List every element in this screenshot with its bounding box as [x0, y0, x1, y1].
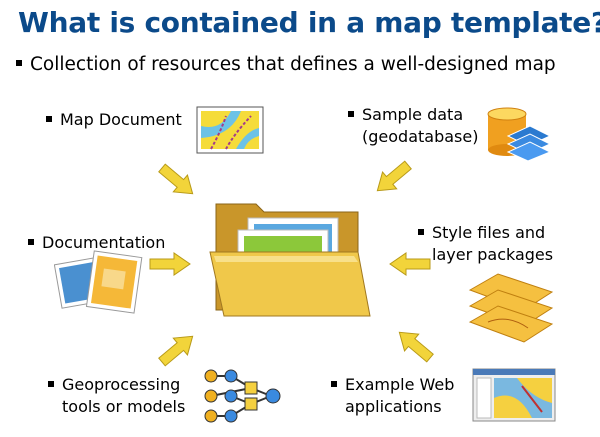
- label-text: Documentation: [42, 233, 166, 252]
- label-map-document: Map Document: [46, 109, 182, 131]
- arrow-icon: [149, 252, 191, 276]
- label-text: layer packages: [432, 245, 554, 264]
- label-sample-data: Sample data (geodatabase): [348, 104, 478, 148]
- bullet-icon: [331, 380, 337, 387]
- label-web-apps: Example Web applications: [331, 374, 454, 418]
- label-text: tools or models: [62, 397, 186, 416]
- web-application-icon: [472, 368, 556, 422]
- geodatabase-icon: [487, 107, 552, 162]
- label-text: Style files and: [432, 223, 546, 242]
- subtitle-text: Collection of resources that defines a w…: [30, 54, 556, 75]
- bullet-icon: [418, 228, 424, 235]
- label-documentation: Documentation: [28, 232, 165, 254]
- label-text: Map Document: [60, 110, 182, 129]
- slide-title: What is contained in a map template?: [18, 6, 600, 39]
- bullet-icon: [48, 380, 54, 387]
- arrow-icon: [154, 327, 201, 371]
- documentation-icon: [54, 250, 143, 314]
- arrow-icon: [154, 159, 201, 203]
- slide-subtitle: Collection of resources that defines a w…: [16, 54, 556, 75]
- bullet-icon: [46, 115, 52, 122]
- geoprocessing-model-icon: [204, 369, 281, 423]
- bullet-icon: [348, 110, 354, 117]
- arrow-icon: [369, 156, 416, 200]
- bullet-icon: [28, 238, 34, 245]
- label-text: (geodatabase): [362, 127, 479, 146]
- folder-icon: [209, 203, 371, 317]
- map-document-icon: [196, 106, 264, 154]
- label-text: applications: [345, 397, 442, 416]
- arrow-icon: [389, 252, 431, 276]
- label-style-files: Style files and layer packages: [418, 222, 553, 266]
- label-geoprocessing: Geoprocessing tools or models: [48, 374, 185, 418]
- arrow-icon: [391, 323, 438, 367]
- style-files-icon: [468, 273, 554, 343]
- bullet-icon: [16, 60, 22, 66]
- label-text: Sample data: [362, 105, 464, 124]
- label-text: Geoprocessing: [62, 375, 181, 394]
- label-text: Example Web: [345, 375, 455, 394]
